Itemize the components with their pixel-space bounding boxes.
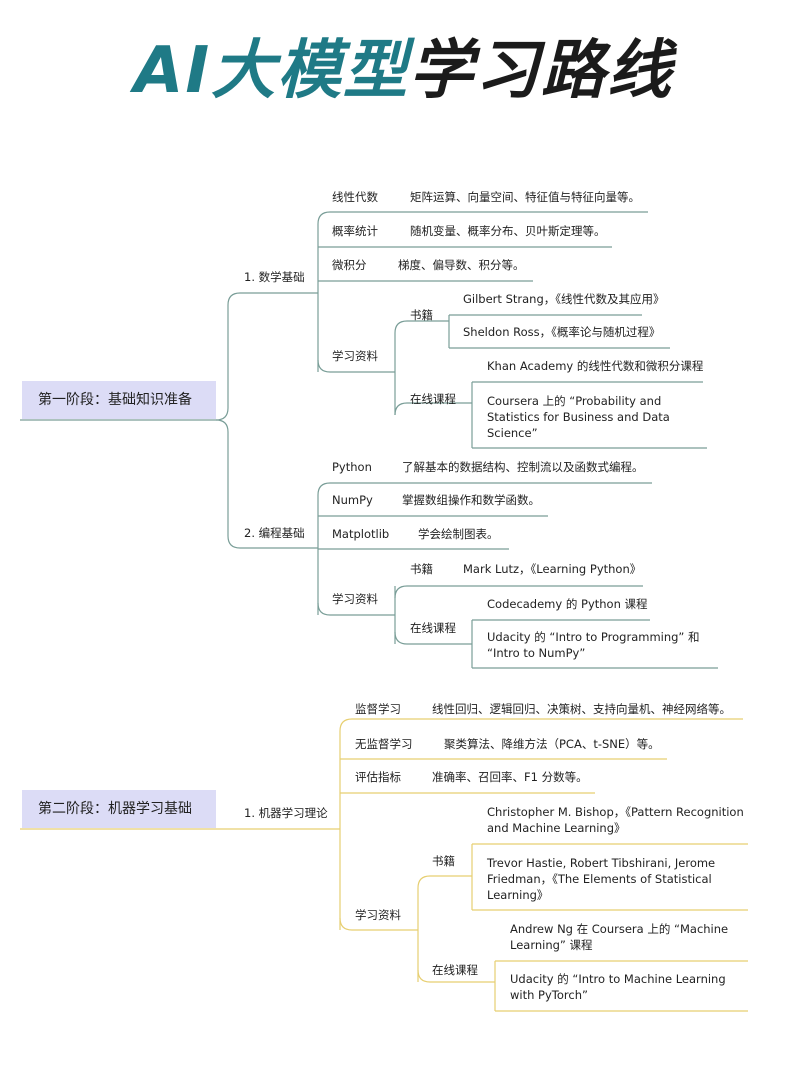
- probability-desc: 随机变量、概率分布、贝叶斯定理等。: [410, 224, 606, 238]
- ml-online-item: Udacity 的 “Intro to Machine Learning wit…: [510, 972, 726, 1002]
- metrics-label: 评估指标: [355, 770, 401, 784]
- prog-online-label: 在线课程: [410, 621, 456, 635]
- title-part1: AI大模型: [133, 34, 410, 108]
- python-label: Python: [332, 460, 372, 474]
- stage1-label: 第一阶段：基础知识准备: [38, 392, 192, 408]
- supervised-label: 监督学习: [355, 702, 401, 716]
- prog-node: 2. 编程基础: [244, 526, 305, 540]
- unsupervised-desc: 聚类算法、降维方法（PCA、t-SNE）等。: [444, 737, 660, 751]
- math-resources-label: 学习资料: [332, 349, 378, 363]
- ml-book-item: Trevor Hastie, Robert Tibshirani, Jerome…: [487, 856, 716, 902]
- linear-algebra-desc: 矩阵运算、向量空间、特征值与特征向量等。: [410, 190, 640, 204]
- stage2-label: 第二阶段：机器学习基础: [38, 801, 192, 817]
- math-online-item: Coursera 上的 “Probability and Statistics …: [487, 394, 670, 440]
- prog-online-item: Codecademy 的 Python 课程: [487, 597, 648, 611]
- prog-resources-label: 学习资料: [332, 592, 378, 606]
- probability-label: 概率统计: [332, 224, 378, 238]
- ml-books-label: 书籍: [432, 854, 455, 868]
- ml-resources-label: 学习资料: [355, 908, 401, 922]
- math-online-label: 在线课程: [410, 392, 456, 406]
- math-online-item: Khan Academy 的线性代数和微积分课程: [487, 359, 704, 373]
- matplotlib-label: Matplotlib: [332, 527, 390, 541]
- math-books-label: 书籍: [410, 308, 433, 322]
- ml-online-label: 在线课程: [432, 963, 478, 977]
- prog-books-label: 书籍: [410, 562, 433, 576]
- calculus-desc: 梯度、偏导数、积分等。: [398, 258, 525, 272]
- python-desc: 了解基本的数据结构、控制流以及函数式编程。: [402, 460, 644, 474]
- ml-online-item: Andrew Ng 在 Coursera 上的 “Machine Learnin…: [510, 922, 729, 952]
- prog-online-item: Udacity 的 “Intro to Programming” 和 “Intr…: [487, 630, 700, 660]
- prog-book-item: Mark Lutz，《Learning Python》: [463, 562, 642, 576]
- math-book-item: Sheldon Ross，《概率论与随机过程》: [463, 325, 661, 339]
- metrics-desc: 准确率、召回率、F1 分数等。: [432, 770, 588, 784]
- title-part2: 学习路线: [409, 34, 674, 108]
- stage1-node: 第一阶段：基础知识准备: [22, 381, 216, 419]
- math-node: 1. 数学基础: [244, 270, 305, 284]
- supervised-desc: 线性回归、逻辑回归、决策树、支持向量机、神经网络等。: [432, 702, 731, 716]
- numpy-label: NumPy: [332, 493, 373, 507]
- ml-theory-node: 1. 机器学习理论: [244, 806, 328, 820]
- matplotlib-desc: 学会绘制图表。: [418, 527, 499, 541]
- page-title: AI大模型学习路线: [0, 26, 807, 116]
- stage2-node: 第二阶段：机器学习基础: [22, 790, 216, 828]
- math-book-item: Gilbert Strang，《线性代数及其应用》: [463, 292, 665, 306]
- calculus-label: 微积分: [332, 258, 367, 272]
- unsupervised-label: 无监督学习: [355, 737, 413, 751]
- linear-algebra-label: 线性代数: [332, 190, 378, 204]
- numpy-desc: 掌握数组操作和数学函数。: [402, 493, 540, 507]
- ml-book-item: Christopher M. Bishop，《Pattern Recogniti…: [487, 805, 744, 835]
